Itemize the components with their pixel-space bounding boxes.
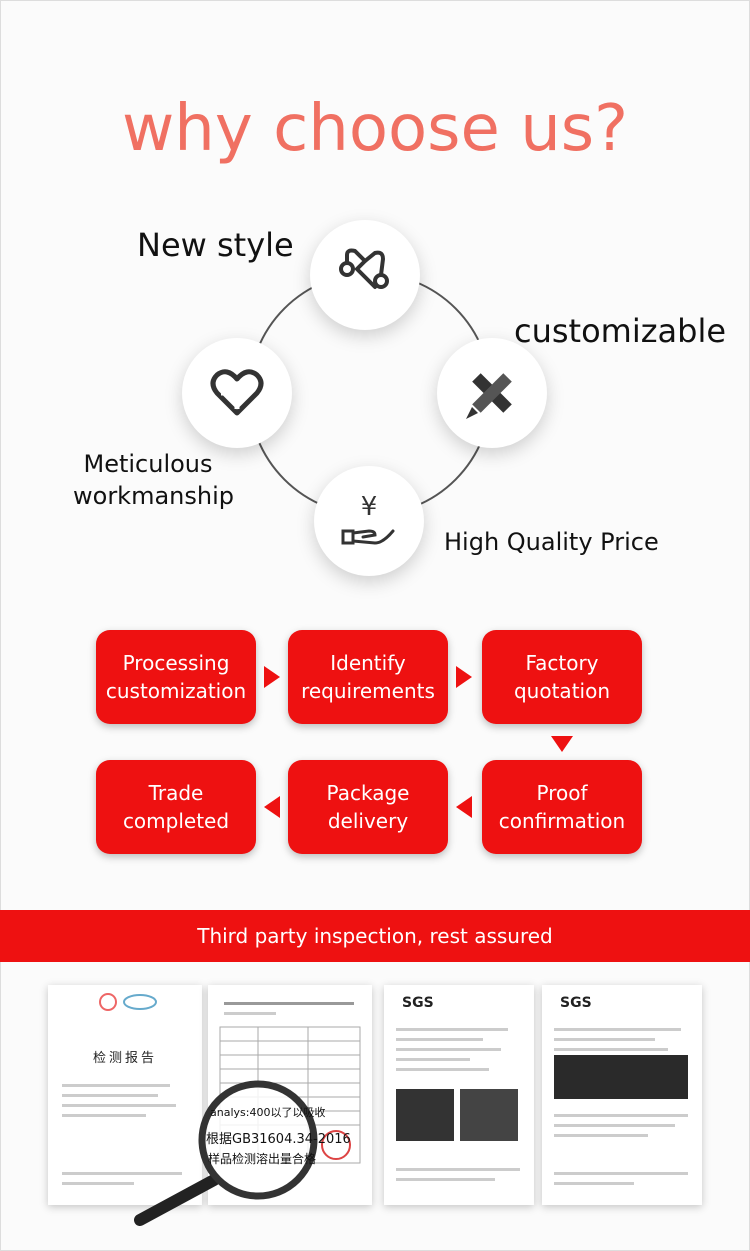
magnifier-icon [134, 1080, 318, 1226]
step-package-delivery: Package delivery [288, 760, 448, 854]
arrow-right-icon [456, 666, 472, 688]
pencil-ruler-icon [466, 373, 512, 419]
sgs-logo: SGS [402, 995, 434, 1011]
feature-customizable-label: customizable [514, 312, 727, 350]
report-photo [396, 1089, 454, 1141]
step-identify-requirements: Identify requirements [288, 630, 448, 724]
certification-logos [99, 993, 157, 1011]
feature-new-style-label: New style [137, 226, 294, 264]
arrow-right-icon [264, 666, 280, 688]
magnifier-text-2: 根据GB31604.34-2016 [206, 1132, 351, 1147]
arrow-left-icon [456, 796, 472, 818]
heart-icon [210, 369, 264, 416]
report-lines [62, 1077, 182, 1124]
step-trade-completed: Trade completed [96, 760, 256, 854]
feature-price-label: High Quality Price [444, 528, 659, 556]
report-photo [460, 1089, 518, 1141]
feature-customizable-bubble [437, 338, 547, 448]
report-document-4: SGS [542, 985, 702, 1205]
arrow-left-icon [264, 796, 280, 818]
magnifier-text-1: analys:400以了以吸收 [210, 1106, 326, 1119]
page-title: why choose us? [121, 92, 629, 166]
link-path-icon [339, 248, 389, 289]
step-factory-quotation: Factory quotation [482, 630, 642, 724]
report-document-3: SGS [384, 985, 534, 1205]
step-proof-confirmation: Proof confirmation [482, 760, 642, 854]
report-document-1: 检测报告 [48, 985, 202, 1205]
report-header-lines [224, 995, 354, 1022]
inspection-banner: Third party inspection, rest assured [0, 910, 750, 962]
feature-workmanship-label: Meticulous workmanship [73, 450, 234, 510]
arrow-down-icon [551, 736, 573, 752]
report-table-lines [554, 1107, 688, 1144]
feature-new-style-bubble [310, 220, 420, 330]
report-footer-lines [62, 1165, 182, 1192]
report-title: 检测报告 [92, 1051, 157, 1066]
magnifier-text-3: 样品检测溶出量合格 [208, 1152, 317, 1166]
step-processing-customization: Processing customization [96, 630, 256, 724]
report-footer-lines [396, 1161, 520, 1188]
feature-workmanship-bubble [182, 338, 292, 448]
sgs-logo: SGS [560, 995, 592, 1011]
svg-text:¥: ¥ [361, 492, 378, 522]
hand-yen-icon: ¥ [341, 492, 395, 545]
feature-price-bubble: ¥ [314, 466, 424, 576]
report-lines [396, 1021, 520, 1078]
report-footer-lines [554, 1165, 688, 1192]
report-photo [554, 1055, 688, 1099]
